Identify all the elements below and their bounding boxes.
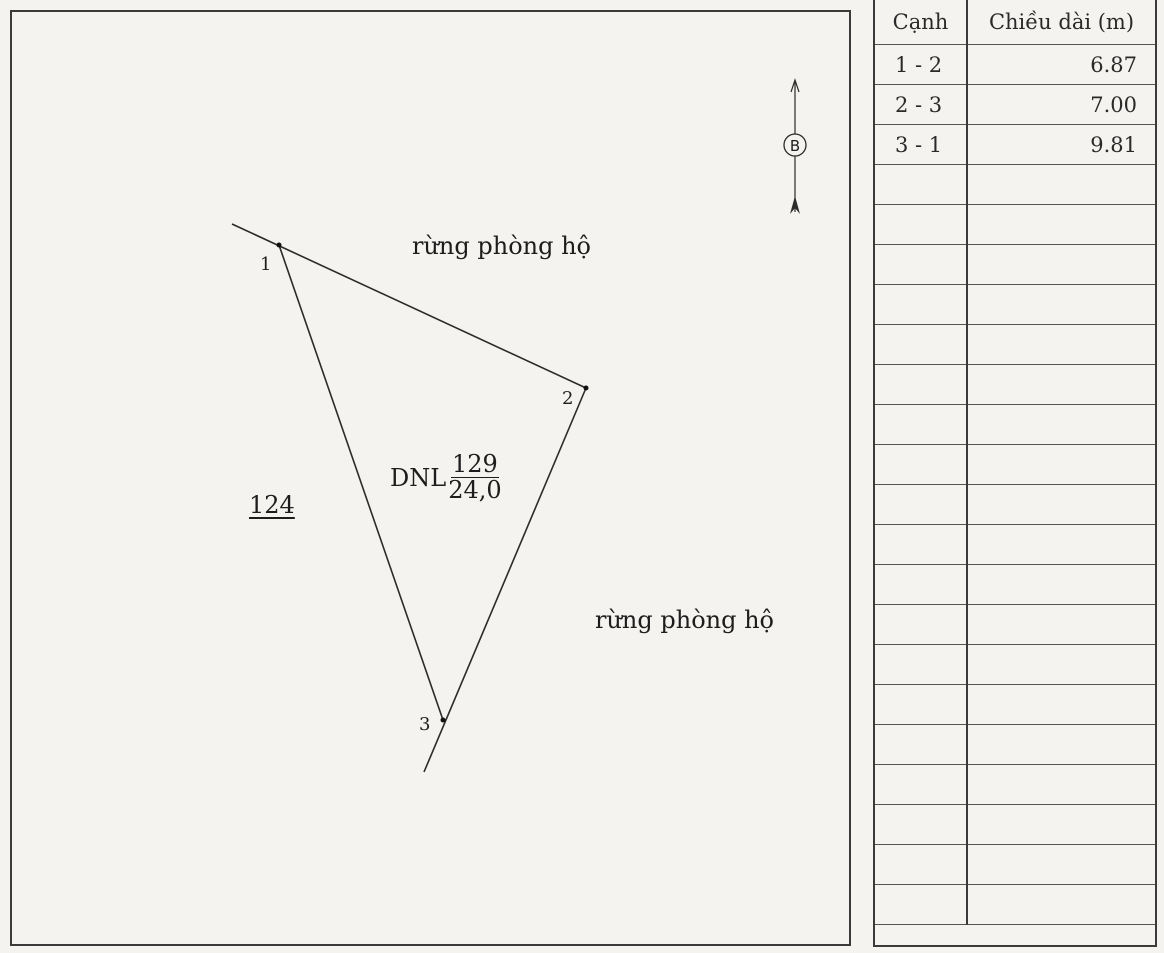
table-row-empty [875, 324, 1155, 365]
length-cell-empty [967, 364, 1155, 405]
table-row-empty [875, 804, 1155, 845]
vertex-label-2: 2 [562, 388, 574, 409]
table-row: 2 - 3 7.00 [875, 84, 1155, 125]
parcel-map: B 1 2 3 rừng phòng hộ rừng phòng hộ 124 … [10, 10, 851, 946]
vertex-dot-1 [276, 242, 282, 248]
edge-cell-empty [875, 484, 968, 525]
edge-cell-empty [875, 804, 968, 845]
length-cell-empty [967, 164, 1155, 205]
length-cell-empty [967, 884, 1155, 925]
length-cell-empty [967, 844, 1155, 885]
length-cell-empty [967, 204, 1155, 245]
table-row-empty [875, 164, 1155, 205]
length-cell-empty [967, 604, 1155, 645]
edge-cell-empty [875, 324, 968, 365]
edge-cell-empty [875, 164, 968, 205]
edge-cell-empty [875, 524, 968, 565]
area-label-top: rừng phòng hộ [412, 232, 592, 260]
table-row-empty [875, 204, 1155, 245]
table-row-empty [875, 844, 1155, 885]
length-cell-empty [967, 404, 1155, 445]
edge-cell-empty [875, 764, 968, 805]
table-row-empty [875, 564, 1155, 605]
boundary-edge-2-3 [423, 387, 587, 773]
length-cell: 9.81 [967, 124, 1155, 165]
table-row-empty [875, 524, 1155, 565]
parcel-fraction: 129 24,0 [448, 452, 501, 503]
edge-cell-empty [875, 604, 968, 645]
edge-cell-empty [875, 444, 968, 485]
length-cell-empty [967, 244, 1155, 285]
length-cell-empty [967, 444, 1155, 485]
table-row: 1 - 2 6.87 [875, 44, 1155, 85]
neighbor-parcel-number: 124 [249, 491, 295, 519]
table-row-empty [875, 604, 1155, 645]
length-cell-empty [967, 524, 1155, 565]
edge-cell-empty [875, 364, 968, 405]
length-cell-empty [967, 284, 1155, 325]
edge-cell: 3 - 1 [875, 124, 968, 165]
header-edge: Cạnh [875, 0, 968, 45]
length-cell-empty [967, 564, 1155, 605]
edge-cell-empty [875, 404, 968, 445]
table-header-row: Cạnh Chiều dài (m) [875, 0, 1155, 45]
edge-cell-empty [875, 644, 968, 685]
north-arrow-icon: B [783, 78, 807, 214]
table-row-empty [875, 404, 1155, 445]
edge-cell-empty [875, 884, 968, 925]
edge-length-table: Cạnh Chiều dài (m) 1 - 2 6.87 2 - 3 7.00… [875, 0, 1155, 925]
length-cell-empty [967, 804, 1155, 845]
vertex-dot-2 [583, 385, 589, 391]
vertex-dot-3 [440, 717, 446, 723]
length-cell-empty [967, 724, 1155, 765]
table-row-empty [875, 284, 1155, 325]
edge-cell: 2 - 3 [875, 84, 968, 125]
edge-length-table-frame: Cạnh Chiều dài (m) 1 - 2 6.87 2 - 3 7.00… [873, 0, 1157, 947]
north-arrow-letter: B [790, 137, 800, 155]
table-row-empty [875, 724, 1155, 765]
boundary-edge-1-2 [231, 223, 587, 389]
table-row-empty [875, 364, 1155, 405]
table-row-empty [875, 884, 1155, 925]
edge-cell-empty [875, 244, 968, 285]
table-row-empty [875, 444, 1155, 485]
edge-cell-empty [875, 724, 968, 765]
table-row-empty [875, 484, 1155, 525]
parcel-area: 24,0 [448, 476, 502, 504]
vertex-label-3: 3 [419, 714, 431, 735]
length-cell: 7.00 [967, 84, 1155, 125]
length-cell-empty [967, 684, 1155, 725]
vertex-label-1: 1 [260, 254, 272, 275]
length-cell-empty [967, 764, 1155, 805]
edge-cell-empty [875, 684, 968, 725]
parcel-label: DNL 129 24,0 [390, 452, 502, 503]
edge-cell: 1 - 2 [875, 44, 968, 85]
edge-cell-empty [875, 564, 968, 605]
table-row-empty [875, 684, 1155, 725]
table-row-empty [875, 764, 1155, 805]
length-cell-empty [967, 324, 1155, 365]
edge-cell-empty [875, 204, 968, 245]
edge-cell-empty [875, 284, 968, 325]
boundary-edge-3-1 [278, 244, 444, 721]
length-cell-empty [967, 644, 1155, 685]
table-row-empty [875, 644, 1155, 685]
edge-cell-empty [875, 844, 968, 885]
area-label-bottom: rừng phòng hộ [595, 606, 775, 634]
length-cell: 6.87 [967, 44, 1155, 85]
header-length: Chiều dài (m) [967, 0, 1155, 45]
table-row: 3 - 1 9.81 [875, 124, 1155, 165]
length-cell-empty [967, 484, 1155, 525]
table-row-empty [875, 244, 1155, 285]
parcel-land-type: DNL [390, 463, 447, 492]
parcel-number: 129 [451, 450, 499, 478]
parcel-map-drawing: B [231, 78, 807, 773]
